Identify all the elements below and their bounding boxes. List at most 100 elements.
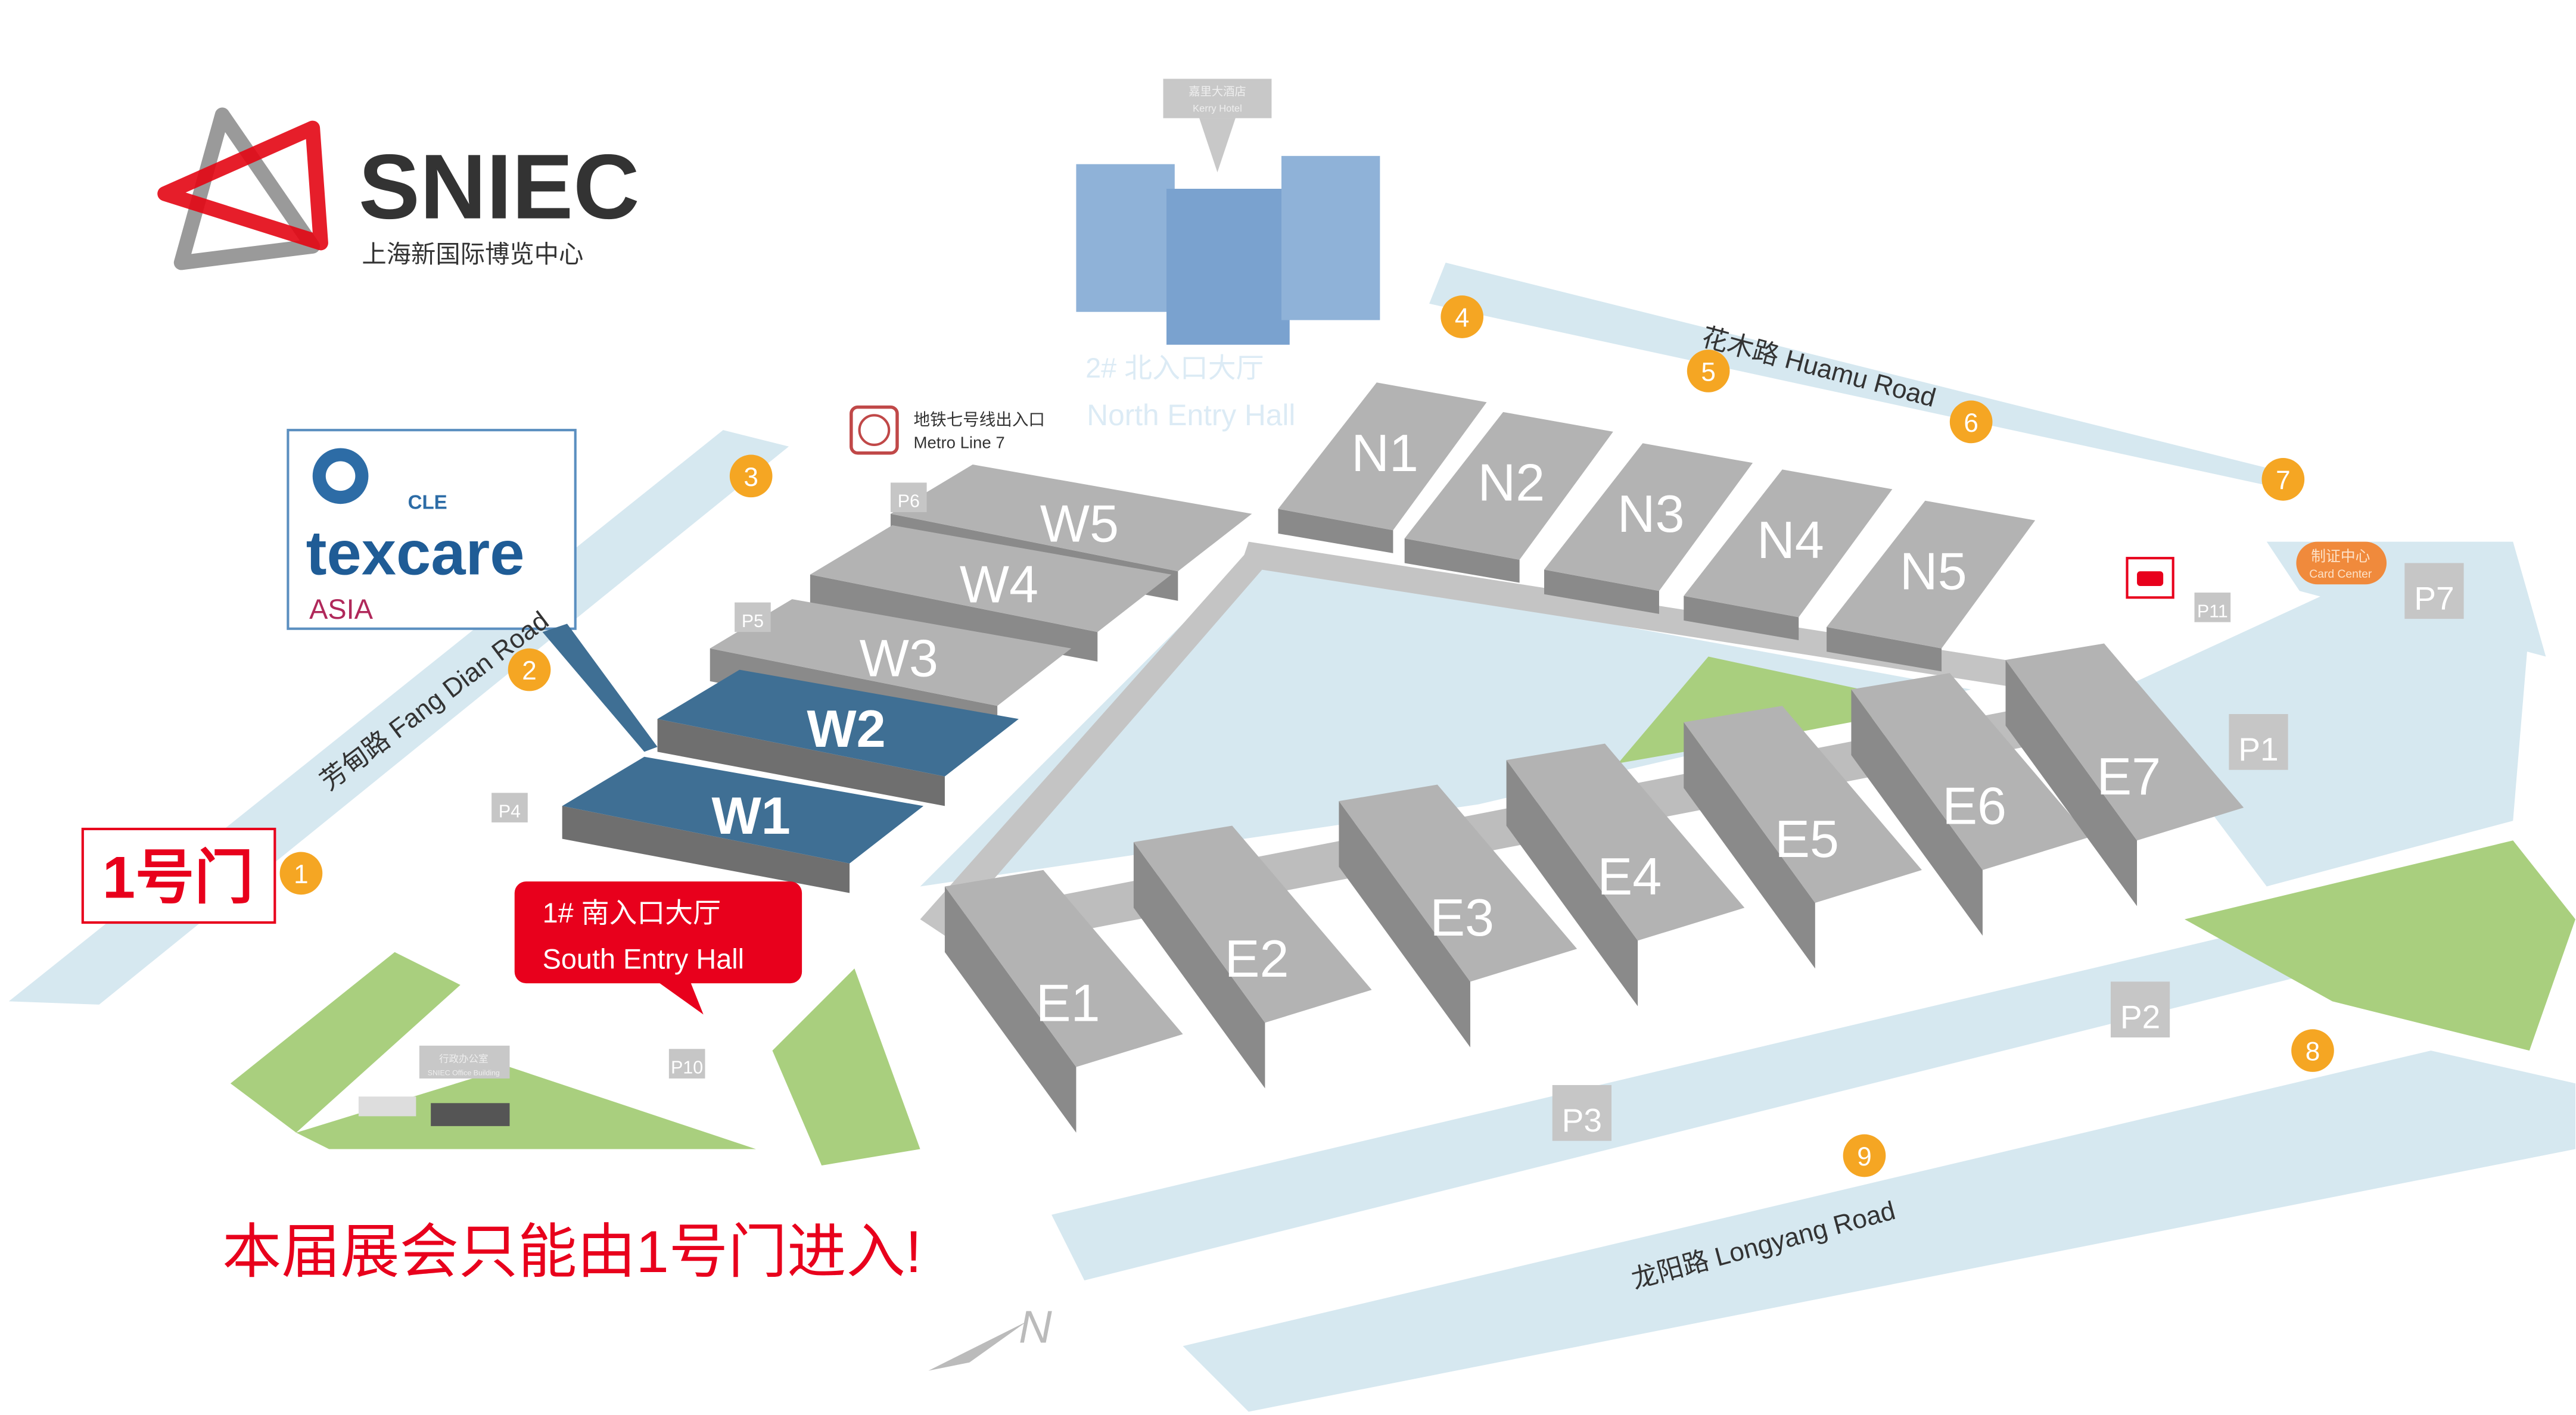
gate-marker <box>1949 400 1993 444</box>
gate-marker <box>508 648 551 691</box>
gate-2[interactable]: 2 <box>508 648 551 691</box>
gate-number: 8 <box>2306 1037 2320 1067</box>
hall-roof <box>944 869 1183 1067</box>
office-en: SNIEC Office Building <box>428 1068 500 1077</box>
hall-e7[interactable]: E7 <box>2005 643 2244 906</box>
hotel-name-en: Kerry Hotel <box>1193 102 1242 114</box>
gate-6[interactable]: 6 <box>1949 400 1993 444</box>
parking-box <box>668 1049 705 1079</box>
hall-label: N3 <box>1617 484 1685 543</box>
hall-e6[interactable]: E6 <box>1851 673 2090 936</box>
parking-label: P10 <box>671 1058 703 1078</box>
parking-p7[interactable]: P7 <box>2404 563 2464 619</box>
cle-logo: CLE <box>408 491 447 513</box>
metro-entrance[interactable]: 地铁七号线出入口 Metro Line 7 <box>850 405 1045 455</box>
hall-n1[interactable]: N1 <box>1278 382 1487 553</box>
hall-side <box>1684 596 1799 640</box>
parking-p6[interactable]: P6 <box>890 482 927 512</box>
parking-p5[interactable]: P5 <box>735 602 771 632</box>
gate-number: 5 <box>1701 357 1716 387</box>
green-area <box>296 1067 756 1149</box>
parking-box <box>491 793 528 822</box>
hall-w2[interactable]: W2 <box>657 669 1019 806</box>
gate-8[interactable]: 8 <box>2291 1029 2334 1072</box>
huamu-road <box>1429 263 2300 493</box>
card-center-cn: 制证中心 <box>2311 548 2370 565</box>
gate-number: 7 <box>2276 466 2291 495</box>
hall-label: E4 <box>1597 847 1662 906</box>
gate-7[interactable]: 7 <box>2261 458 2305 501</box>
hall-side <box>1851 689 1983 936</box>
hall-side <box>1684 722 1815 969</box>
hall-e2[interactable]: E2 <box>1133 825 1372 1089</box>
parking-label: P11 <box>2197 601 2228 621</box>
hall-w4[interactable]: W4 <box>810 525 1172 662</box>
hall-roof <box>1827 500 2036 649</box>
hall-label: W4 <box>960 555 1038 614</box>
card-center[interactable]: 制证中心 Card Center <box>2296 541 2387 585</box>
gate-9[interactable]: 9 <box>1843 1134 1886 1177</box>
gate-1-text: 1号门 <box>102 845 254 911</box>
hall-label: W5 <box>1040 494 1119 553</box>
sniec-logo: SNIEC 上海新国际博览中心 <box>157 107 640 270</box>
taxi-icon <box>2126 557 2174 599</box>
parking-label: P6 <box>898 492 920 512</box>
parking-box <box>2404 563 2464 619</box>
hall-side <box>944 886 1077 1133</box>
gate-number: 9 <box>1857 1142 1872 1171</box>
gate-4[interactable]: 4 <box>1441 295 1484 338</box>
hall-label: E6 <box>1942 777 2006 836</box>
parking-p2[interactable]: P2 <box>2110 981 2170 1038</box>
hall-n5[interactable]: N5 <box>1827 500 2036 672</box>
south-road <box>1051 919 2398 1280</box>
parking-box <box>2194 593 2231 622</box>
hall-roof <box>562 756 924 864</box>
hall-label: N4 <box>1757 510 1824 569</box>
hall-side <box>1133 842 1265 1089</box>
hall-n2[interactable]: N2 <box>1404 412 1613 583</box>
hall-e4[interactable]: E4 <box>1506 743 1745 1006</box>
gate-number: 6 <box>1964 409 1978 438</box>
hall-e3[interactable]: E3 <box>1339 784 1578 1048</box>
gate-3[interactable]: 3 <box>729 454 773 498</box>
hall-roof <box>1544 443 1753 591</box>
hall-w1[interactable]: W1 <box>562 756 924 893</box>
parking-p3[interactable]: P3 <box>1552 1084 1612 1141</box>
hall-side <box>1506 760 1638 1006</box>
south-entry-cn: 1# 南入口大厅 <box>543 897 721 928</box>
hall-label: E3 <box>1430 888 1494 947</box>
gate-number: 4 <box>1455 304 1470 333</box>
hall-side <box>1278 509 1393 553</box>
parking-label: P4 <box>499 802 521 822</box>
hall-label: N5 <box>1900 542 1967 601</box>
hall-e1[interactable]: E1 <box>944 869 1183 1133</box>
parking-p1[interactable]: P1 <box>2229 714 2288 770</box>
gate-number: 2 <box>522 656 537 685</box>
hall-n4[interactable]: N4 <box>1684 469 1893 640</box>
gate-number: 1 <box>294 860 309 889</box>
hall-label: N1 <box>1351 423 1418 482</box>
parking-p4[interactable]: P4 <box>491 793 528 822</box>
metro-icon <box>850 405 899 455</box>
hall-label: W1 <box>712 786 791 845</box>
south-entry-callout[interactable]: 1# 南入口大厅 South Entry Hall <box>514 881 802 1015</box>
gate-5[interactable]: 5 <box>1687 350 1730 392</box>
kerry-hotel: 嘉里大酒店 Kerry Hotel <box>1076 79 1380 345</box>
logo-subtitle: 上海新国际博览中心 <box>362 241 583 268</box>
parking-label: P3 <box>1562 1102 1602 1139</box>
hall-roof <box>1404 412 1613 560</box>
hall-e5[interactable]: E5 <box>1684 706 1922 969</box>
north-entry-en: North Entry Hall <box>1087 398 1295 432</box>
gate-marker <box>1441 295 1484 338</box>
logo-name: SNIEC <box>359 135 640 238</box>
hall-n3[interactable]: N3 <box>1544 443 1753 614</box>
north-entry-cn: 2# 北入口大厅 <box>1085 353 1264 384</box>
hall-side <box>562 806 850 893</box>
gate-1[interactable]: 1 <box>279 852 323 895</box>
parking-p11[interactable]: P11 <box>2194 593 2231 622</box>
card-center-en: Card Center <box>2309 568 2372 581</box>
parking-p10[interactable]: P10 <box>668 1049 705 1079</box>
parking-box <box>1552 1084 1612 1141</box>
